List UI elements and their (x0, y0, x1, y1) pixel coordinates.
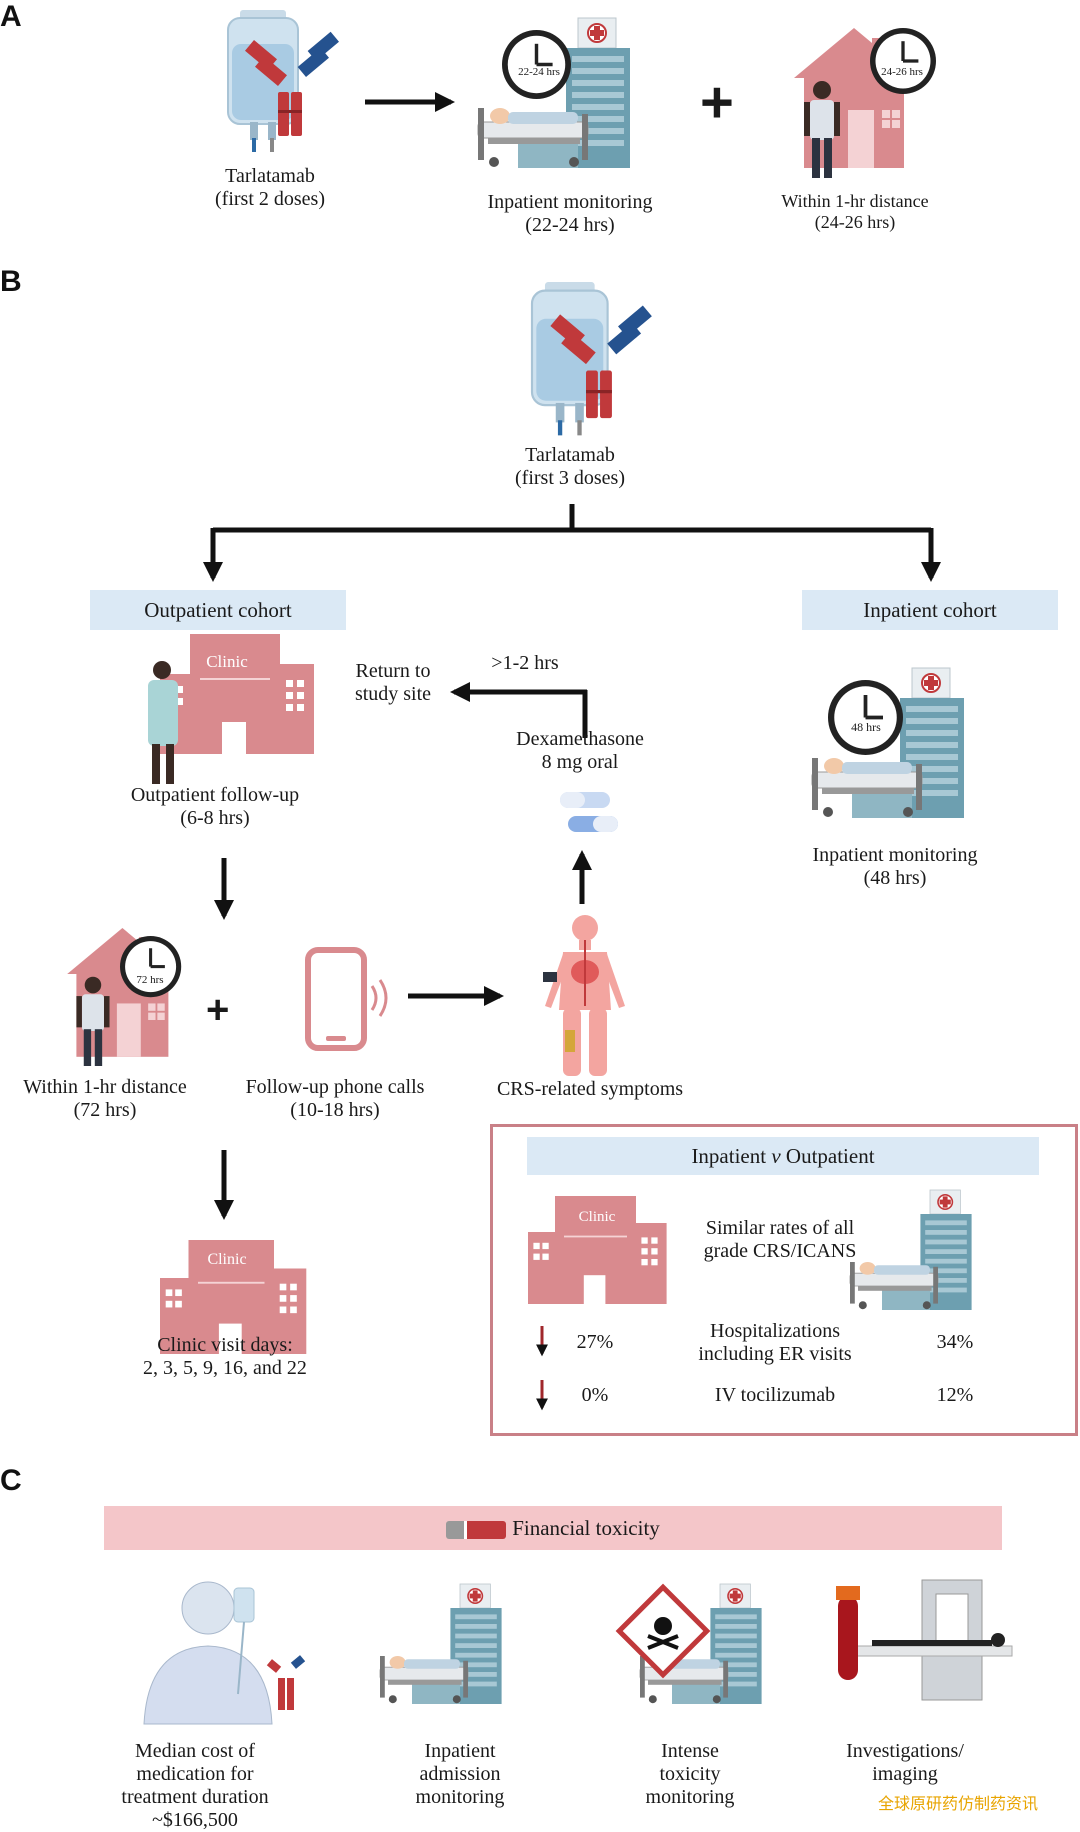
panel-b-letter: B (0, 265, 22, 298)
clinic-sign: Clinic (207, 1251, 247, 1268)
imaging-icon (836, 1579, 1013, 1701)
up-arrow (572, 850, 592, 904)
branch-connector (203, 504, 941, 582)
panel-a-letter: A (0, 0, 22, 33)
crs-symptoms-label: CRS-related symptoms (496, 1078, 684, 1100)
hospital-icon (849, 1189, 973, 1311)
clinic-visit-days-label: Clinic visit days:2, 3, 5, 9, 16, and 22 (143, 1334, 307, 1379)
clock-icon (118, 934, 183, 999)
down-arrow (214, 858, 234, 920)
investigations-label: Investigations/imaging (846, 1740, 964, 1785)
down-arrow-icon (536, 1380, 548, 1411)
clinic-sign: Clinic (578, 1209, 616, 1225)
clock-label: 72 hrs (136, 974, 164, 986)
out-toci-value: 0% (581, 1384, 609, 1406)
comparison-title: Inpatient v Outpatient (527, 1137, 1039, 1175)
clock-label: 48 hrs (851, 720, 881, 734)
arrow-icon (365, 92, 455, 112)
iv-bag-icon (530, 280, 653, 437)
down-arrow (214, 1150, 234, 1220)
patient-icon (148, 661, 178, 784)
comparison-box (490, 1124, 1078, 1436)
phone-calls-label: Follow-up phone calls(10-18 hrs) (245, 1076, 425, 1121)
phone-icon (305, 947, 388, 1051)
return-time-label: >1-2 hrs (491, 652, 559, 674)
body-icon (543, 915, 625, 1076)
hospital-icon (379, 1583, 503, 1705)
clinic-sign: Clinic (206, 652, 248, 671)
clock-icon (868, 26, 938, 96)
inpatient-monitoring-label: Inpatient monitoring(48 hrs) (812, 844, 978, 889)
inpatient-cohort-label: Inpatient cohort (802, 590, 1058, 630)
iv-bag-icon (227, 9, 340, 153)
panel-b-drug-label: Tarlatamab(first 3 doses) (515, 444, 625, 489)
plus-icon: + (700, 70, 734, 135)
out-hosp-value: 27% (576, 1331, 614, 1353)
panel-a-inpatient-label: Inpatient monitoring(22-24 hrs) (487, 191, 653, 236)
return-arrow (450, 682, 588, 738)
outpatient-followup-label: Outpatient follow-up(6-8 hrs) (130, 784, 300, 829)
in-toci-value: 12% (936, 1384, 974, 1406)
pill-icon (560, 792, 618, 832)
tocilizumab-label: IV tocilizumab (714, 1384, 836, 1406)
home-distance-label: Within 1-hr distance(72 hrs) (23, 1076, 187, 1121)
panel-c-letter: C (0, 1464, 22, 1497)
patient-iv-icon (143, 1581, 306, 1725)
watermark: 全球原研药仿制药资讯 (878, 1794, 1039, 1813)
plus-icon: + (206, 988, 230, 1032)
panel-a-home-label: Within 1-hr distance(24-26 hrs) (781, 191, 929, 232)
money-icon (446, 1521, 507, 1540)
in-hosp-value: 34% (936, 1331, 974, 1353)
toxic-hazard-icon (615, 1583, 763, 1705)
panel-a-drug-label: Tarlatamab(first 2 doses) (215, 165, 325, 210)
financial-toxicity-banner: Financial toxicity (104, 1506, 1002, 1550)
arrow-icon (408, 986, 504, 1006)
clock-label: 24-26 hrs (881, 66, 923, 78)
down-arrow-icon (536, 1326, 548, 1357)
outpatient-cohort-label: Outpatient cohort (90, 590, 346, 630)
clock-label: 22-24 hrs (518, 66, 560, 78)
clock-icon (500, 28, 573, 101)
